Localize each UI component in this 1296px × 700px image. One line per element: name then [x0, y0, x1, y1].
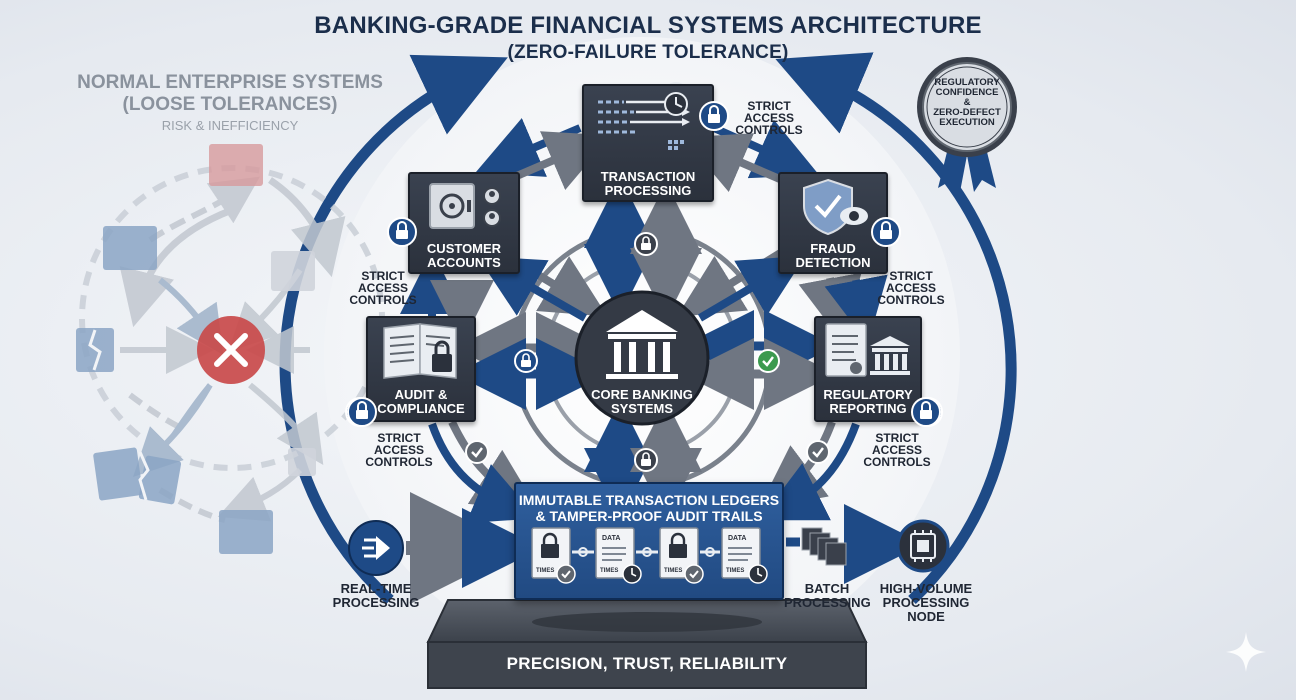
node-label-line: CUSTOMER [426, 241, 502, 256]
batch-processing-label: BATCH PROCESSING [784, 581, 871, 610]
access-controls-line: CONTROLS [735, 123, 803, 137]
badge-line: & [963, 97, 971, 108]
high-volume-node-icon [896, 519, 950, 573]
access-controls-label: STRICT ACCESS CONTROLS [866, 270, 956, 306]
access-controls-line: ACCESS [871, 443, 922, 457]
access-controls-line: STRICT [377, 431, 421, 445]
sparkle-icon [1226, 632, 1266, 672]
node-label-line: TRANSACTION [600, 169, 696, 184]
transaction-icon-overlay [598, 92, 690, 150]
realtime-processing-label: REAL-TIME PROCESSING [326, 582, 426, 610]
access-controls-line: STRICT [875, 431, 919, 445]
core-banking-label[interactable]: CORE BANKING SYSTEMS [576, 388, 708, 416]
realtime-line: REAL-TIME [340, 581, 412, 596]
node-label-line: ACCOUNTS [427, 255, 501, 270]
ledger-title-line: & TAMPER-PROOF AUDIT TRAILS [535, 508, 763, 524]
ledger-title-line: IMMUTABLE TRANSACTION LEDGERS [518, 492, 780, 508]
ledger-doc-data: DATA [602, 535, 620, 542]
batch-line: BATCH [804, 581, 850, 596]
highvol-line: PROCESSING NODE [882, 595, 970, 624]
node-label: FRAUD DETECTION [780, 242, 886, 270]
access-controls-line: STRICT [747, 99, 791, 113]
fraud-icon-overlay [803, 178, 868, 236]
node-label-line: FRAUD [810, 241, 856, 256]
access-controls-line: STRICT [361, 269, 405, 283]
node-label: TRANSACTION PROCESSING [584, 170, 712, 198]
ledger-doc-time: TIMES [600, 568, 618, 574]
ledger-doc-time: TIMES [726, 568, 744, 574]
access-controls-line: ACCESS [743, 111, 794, 125]
regulatory-icon-overlay [825, 323, 910, 377]
ledger-doc-time: TIMES [536, 568, 554, 574]
node-label-line: PROCESSING [604, 183, 692, 198]
access-controls-line: CONTROLS [863, 455, 931, 469]
access-controls-line: ACCESS [885, 281, 936, 295]
ledger-docs-overlay: TIMES DATA TIMES TIMES DATA TIMES [531, 527, 768, 584]
certification-badge [917, 57, 1017, 192]
core-label-line: SYSTEMS [610, 401, 674, 416]
audit-icon-overlay [383, 323, 457, 379]
node-label-line: REGULATORY [823, 387, 913, 402]
node-label: AUDIT & COMPLIANCE [368, 388, 474, 416]
access-controls-label: STRICT ACCESS CONTROLS [338, 270, 428, 306]
ledger-doc-time: TIMES [664, 568, 682, 574]
ledger-title: IMMUTABLE TRANSACTION LEDGERS & TAMPER-P… [516, 492, 782, 524]
badge-label: REGULATORY CONFIDENCE & ZERO-DEFECT EXEC… [927, 78, 1007, 128]
pedestal-label: PRECISION, TRUST, RELIABILITY [506, 654, 788, 673]
badge-line: EXECUTION [939, 117, 995, 128]
core-label: CORE BANKING SYSTEMS [576, 388, 708, 416]
access-controls-line: CONTROLS [365, 455, 433, 469]
pedestal [426, 599, 868, 689]
batch-line: PROCESSING [784, 595, 871, 610]
node-connections [400, 118, 924, 604]
badge-line: CONFIDENCE [935, 87, 999, 98]
node-label: CUSTOMER ACCOUNTS [410, 242, 518, 270]
batch-stack-icon [801, 527, 847, 566]
high-volume-node-label: HIGH-VOLUME PROCESSING NODE [864, 582, 988, 624]
node-label-line: COMPLIANCE [377, 401, 465, 416]
left-panel-title: NORMAL ENTERPRISE SYSTEMS [77, 72, 383, 93]
core-label-line: CORE BANKING [591, 387, 693, 402]
access-controls-line: ACCESS [357, 281, 408, 295]
badge-line: ZERO-DEFECT [933, 107, 1001, 118]
highvol-line: HIGH-VOLUME [879, 581, 973, 596]
check-icons [465, 349, 830, 464]
access-controls-label: STRICT ACCESS CONTROLS [852, 432, 942, 468]
access-controls-line: STRICT [889, 269, 933, 283]
left-panel-subtitle: RISK & INEFFICIENCY [161, 118, 299, 133]
node-transaction-processing[interactable]: TRANSACTION PROCESSING [582, 84, 714, 202]
access-controls-line: CONTROLS [877, 293, 945, 307]
page-subtitle: (ZERO-FAILURE TOLERANCE) [507, 42, 789, 63]
loose-network-boxes [76, 144, 316, 554]
realtime-icon [348, 520, 404, 576]
left-panel-title-line2: (LOOSE TOLERANCES) [122, 94, 338, 115]
node-label: REGULATORY REPORTING [816, 388, 920, 416]
badge-line: REGULATORY [934, 77, 1000, 88]
node-label-line: REPORTING [829, 401, 907, 416]
core-banking-circle [574, 290, 710, 426]
error-icon [197, 316, 265, 384]
access-controls-line: CONTROLS [349, 293, 417, 307]
customer-icon-overlay [429, 183, 501, 229]
access-controls-line: ACCESS [373, 443, 424, 457]
realtime-line: PROCESSING [332, 595, 420, 610]
page-title: BANKING-GRADE FINANCIAL SYSTEMS ARCHITEC… [314, 12, 982, 39]
node-label-line: DETECTION [795, 255, 871, 270]
node-label-line: AUDIT & [394, 387, 448, 402]
ledger-doc-data: DATA [728, 535, 746, 542]
access-controls-label: STRICT ACCESS CONTROLS [354, 432, 444, 468]
access-controls-label: STRICT ACCESS CONTROLS [724, 100, 814, 136]
